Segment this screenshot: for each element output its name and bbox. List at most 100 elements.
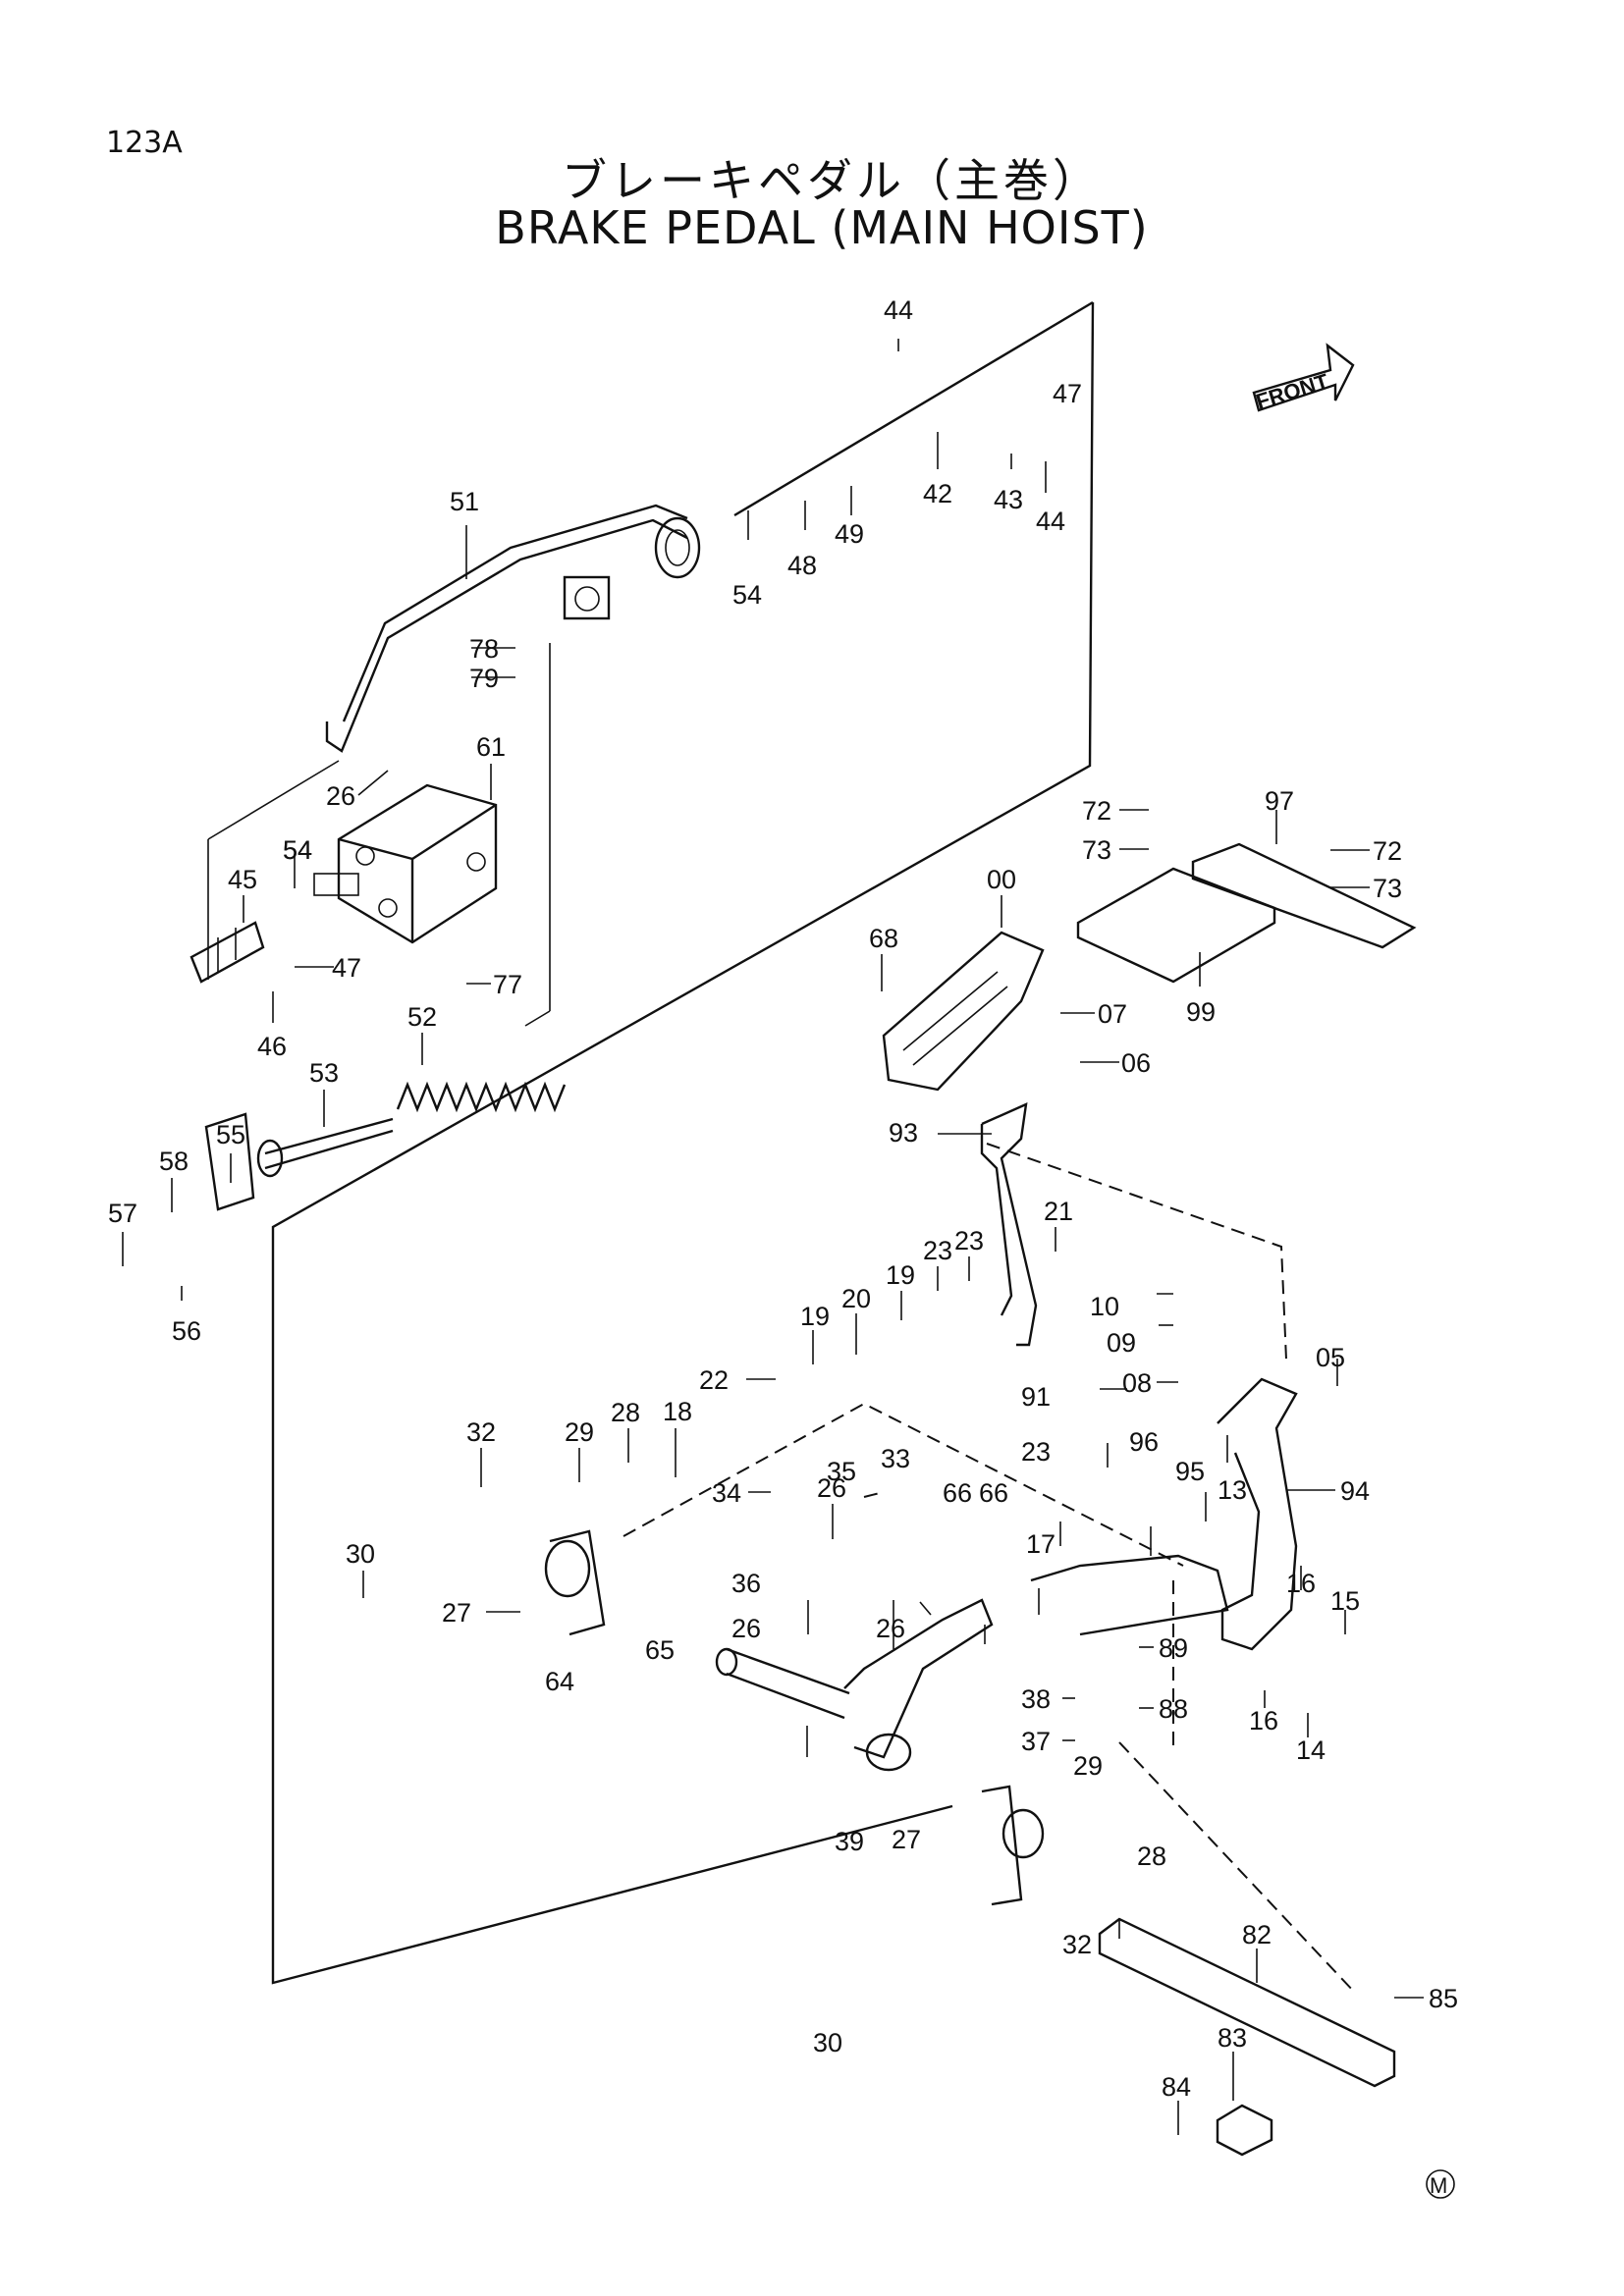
callout-56: 56 bbox=[172, 1316, 201, 1346]
callout-10: 10 bbox=[1090, 1292, 1119, 1321]
callout-55: 55 bbox=[216, 1120, 245, 1149]
callout-21: 21 bbox=[1044, 1197, 1073, 1226]
callout-44b: 44 bbox=[1036, 507, 1065, 536]
callout-89: 89 bbox=[1159, 1633, 1188, 1663]
shaft-assembly bbox=[544, 1143, 1356, 1994]
callout-38: 38 bbox=[1021, 1684, 1051, 1714]
clevis-45 bbox=[189, 921, 265, 984]
callout-84: 84 bbox=[1162, 2072, 1191, 2102]
callout-96: 96 bbox=[1129, 1427, 1159, 1457]
callout-28b: 28 bbox=[1137, 1842, 1166, 1871]
callout-77: 77 bbox=[493, 970, 522, 999]
callout-57: 57 bbox=[108, 1199, 137, 1228]
page-code: 123A bbox=[106, 126, 183, 160]
callout-54c: 54 bbox=[283, 835, 312, 865]
callout-00: 00 bbox=[987, 865, 1016, 894]
callout-07: 07 bbox=[1098, 999, 1127, 1029]
callout-17: 17 bbox=[1026, 1529, 1056, 1559]
callout-15: 15 bbox=[1330, 1586, 1360, 1616]
callout-27: 27 bbox=[442, 1598, 471, 1628]
callout-20: 20 bbox=[841, 1284, 871, 1313]
callout-97: 97 bbox=[1265, 786, 1294, 816]
callout-29b: 29 bbox=[1073, 1751, 1103, 1781]
callout-72: 72 bbox=[1082, 796, 1111, 826]
callout-09: 09 bbox=[1107, 1328, 1136, 1358]
upper-frame bbox=[207, 300, 1095, 1985]
callout-83: 83 bbox=[1218, 2023, 1247, 2053]
callout-23b: 23 bbox=[954, 1226, 984, 1255]
callout-47b: 47 bbox=[332, 953, 361, 983]
callout-82: 82 bbox=[1242, 1920, 1272, 1949]
callout-32: 32 bbox=[466, 1417, 496, 1447]
callout-93: 93 bbox=[889, 1118, 918, 1148]
callout-85: 85 bbox=[1429, 1984, 1458, 2013]
callout-26: 26 bbox=[326, 781, 355, 811]
callout-06: 06 bbox=[1121, 1048, 1151, 1078]
callout-88: 88 bbox=[1159, 1694, 1188, 1724]
rod-53 bbox=[204, 1112, 394, 1211]
bar-82 bbox=[1098, 1917, 1396, 2088]
lever-51 bbox=[325, 504, 701, 753]
callout-19: 19 bbox=[886, 1260, 915, 1290]
callout-13: 13 bbox=[1218, 1475, 1247, 1505]
callout-51: 51 bbox=[450, 487, 479, 516]
callout-44: 44 bbox=[884, 295, 913, 325]
brake-pedal-00 bbox=[882, 931, 1045, 1092]
callout-16b: 16 bbox=[1249, 1706, 1278, 1735]
callout-53: 53 bbox=[309, 1058, 339, 1088]
callout-79: 79 bbox=[469, 664, 499, 693]
callout-28: 28 bbox=[611, 1398, 640, 1427]
callout-36: 36 bbox=[731, 1569, 761, 1598]
callout-23c: 23 bbox=[1021, 1437, 1051, 1467]
callout-54b: 54 bbox=[283, 835, 312, 865]
callout-54: 54 bbox=[732, 580, 762, 610]
callout-35: 35 bbox=[827, 1457, 856, 1486]
bracket-94 bbox=[1217, 1377, 1298, 1651]
callout-78: 78 bbox=[469, 634, 499, 664]
callout-16: 16 bbox=[1286, 1569, 1316, 1598]
callout-18: 18 bbox=[663, 1397, 692, 1426]
callout-65: 65 bbox=[645, 1635, 675, 1665]
callout-73b: 73 bbox=[1373, 874, 1402, 903]
callout-26b: 26 bbox=[817, 1473, 846, 1503]
callout-30b: 30 bbox=[813, 2028, 842, 2057]
callout-52: 52 bbox=[407, 1002, 437, 1032]
callout-34: 34 bbox=[712, 1478, 741, 1508]
callout-42: 42 bbox=[923, 479, 952, 508]
callout-30: 30 bbox=[346, 1539, 375, 1569]
callout-19b: 19 bbox=[800, 1302, 830, 1331]
callout-91: 91 bbox=[1021, 1382, 1051, 1412]
callout-64: 64 bbox=[545, 1667, 574, 1696]
callout-33: 33 bbox=[881, 1444, 910, 1473]
callout-73: 73 bbox=[1082, 835, 1111, 865]
callout-14: 14 bbox=[1296, 1735, 1326, 1765]
callout-66: 66 bbox=[943, 1478, 972, 1508]
callout-26d: 26 bbox=[876, 1614, 905, 1643]
callout-46: 46 bbox=[257, 1032, 287, 1061]
callout-26c: 26 bbox=[731, 1614, 761, 1643]
callout-68: 68 bbox=[869, 924, 898, 953]
callout-61: 61 bbox=[476, 732, 506, 762]
front-label: FRONT bbox=[1253, 369, 1331, 414]
callout-27b: 27 bbox=[892, 1825, 921, 1854]
callout-08: 08 bbox=[1122, 1368, 1152, 1398]
leader-lines bbox=[122, 339, 1424, 2135]
title-japanese: ブレーキペダル（主巻） bbox=[562, 154, 1102, 207]
callout-72b: 72 bbox=[1373, 836, 1402, 866]
callout-labels: 44 47 42 43 44 51 54 48 49 54 78 79 61 2… bbox=[108, 295, 1458, 2102]
callout-32b: 32 bbox=[1062, 1930, 1092, 1959]
callout-99: 99 bbox=[1186, 997, 1216, 1027]
callout-45: 45 bbox=[228, 865, 257, 894]
pedal-arm-93 bbox=[980, 1102, 1038, 1347]
m-mark-label: M bbox=[1430, 2173, 1447, 2198]
callout-47: 47 bbox=[1053, 379, 1082, 408]
cylinder-61 bbox=[313, 783, 498, 944]
callout-37: 37 bbox=[1021, 1727, 1051, 1756]
block-83 bbox=[1216, 2104, 1273, 2157]
callout-94: 94 bbox=[1340, 1476, 1370, 1506]
m-mark-icon: M bbox=[1426, 2169, 1455, 2199]
callout-48: 48 bbox=[787, 551, 817, 580]
callout-58: 58 bbox=[159, 1147, 189, 1176]
callout-29: 29 bbox=[565, 1417, 594, 1447]
